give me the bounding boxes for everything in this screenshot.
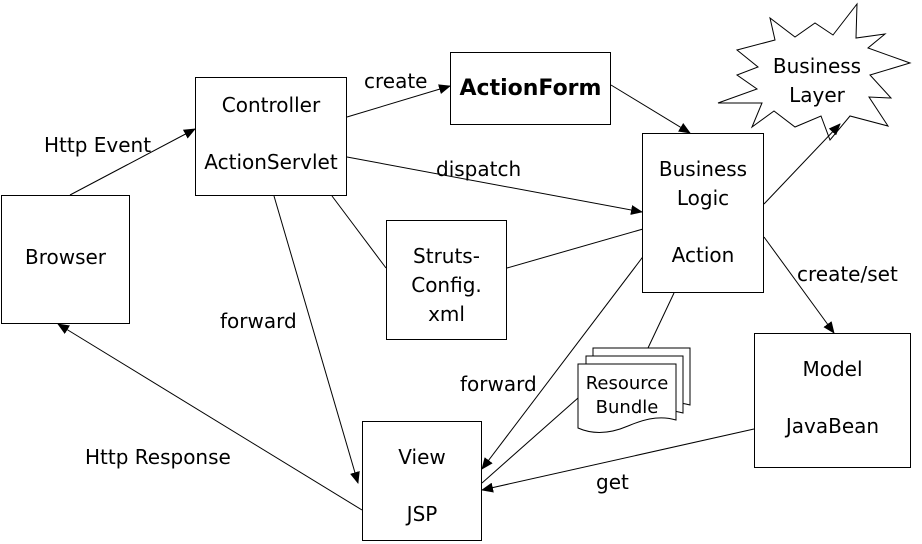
business-layer-line2: Layer xyxy=(789,83,845,107)
model-subtitle: JavaBean xyxy=(785,414,880,438)
view-title: View xyxy=(398,445,446,469)
business-logic-line2: Logic xyxy=(676,186,730,210)
resource-bundle-shape xyxy=(577,347,691,433)
resource-bundle-line2: Bundle xyxy=(595,397,659,418)
dispatch-arrow xyxy=(346,156,643,215)
business-layer-starburst xyxy=(717,2,912,141)
logic-bundle-connector xyxy=(647,292,675,349)
view-subtitle: JSP xyxy=(406,502,438,526)
forward-action-arrow xyxy=(481,253,646,470)
bundle-to-view-connector xyxy=(481,397,579,484)
create-label: create xyxy=(364,69,428,93)
get-label: get xyxy=(596,470,629,494)
forward-controller-arrow xyxy=(273,195,360,484)
business-layer-line1: Business xyxy=(772,54,862,78)
create-set-label: create/set xyxy=(797,262,898,286)
model-box xyxy=(754,333,911,468)
http-event-arrow xyxy=(69,128,196,196)
resource-bundle-line1: Resource xyxy=(585,373,669,394)
forward-controller-label: forward xyxy=(220,309,297,333)
struts-config-line3: xml xyxy=(428,302,465,326)
controller-box xyxy=(195,77,347,196)
http-response-label: Http Response xyxy=(85,445,231,469)
business-logic-line1: Business xyxy=(658,157,748,181)
struts-config-line1: Struts- xyxy=(413,244,480,268)
struts-config-box xyxy=(386,220,507,340)
dispatch-label: dispatch xyxy=(436,157,522,181)
controller-struts-config-connector xyxy=(331,195,387,269)
controller-subtitle: ActionServlet xyxy=(204,150,338,174)
actionform-to-logic-arrow xyxy=(610,84,691,134)
get-arrow xyxy=(481,428,755,493)
forward-action-label: forward xyxy=(460,372,537,396)
view-box xyxy=(362,421,482,541)
model-title: Model xyxy=(802,357,863,381)
browser-box xyxy=(1,195,130,324)
http-event-label: Http Event xyxy=(44,133,152,157)
create-set-arrow xyxy=(763,236,835,334)
http-response-arrow xyxy=(57,323,363,511)
browser-label: Browser xyxy=(24,245,107,269)
actionform-box xyxy=(450,52,611,125)
create-arrow xyxy=(346,84,451,118)
business-logic-box xyxy=(642,133,764,293)
logic-to-business-layer-arrow xyxy=(763,123,841,205)
controller-title: Controller xyxy=(221,93,321,117)
struts-config-line2: Config. xyxy=(411,273,482,297)
actionform-label: ActionForm xyxy=(459,76,602,101)
struts-config-logic-connector xyxy=(506,228,644,269)
business-logic-line3: Action xyxy=(671,243,735,267)
